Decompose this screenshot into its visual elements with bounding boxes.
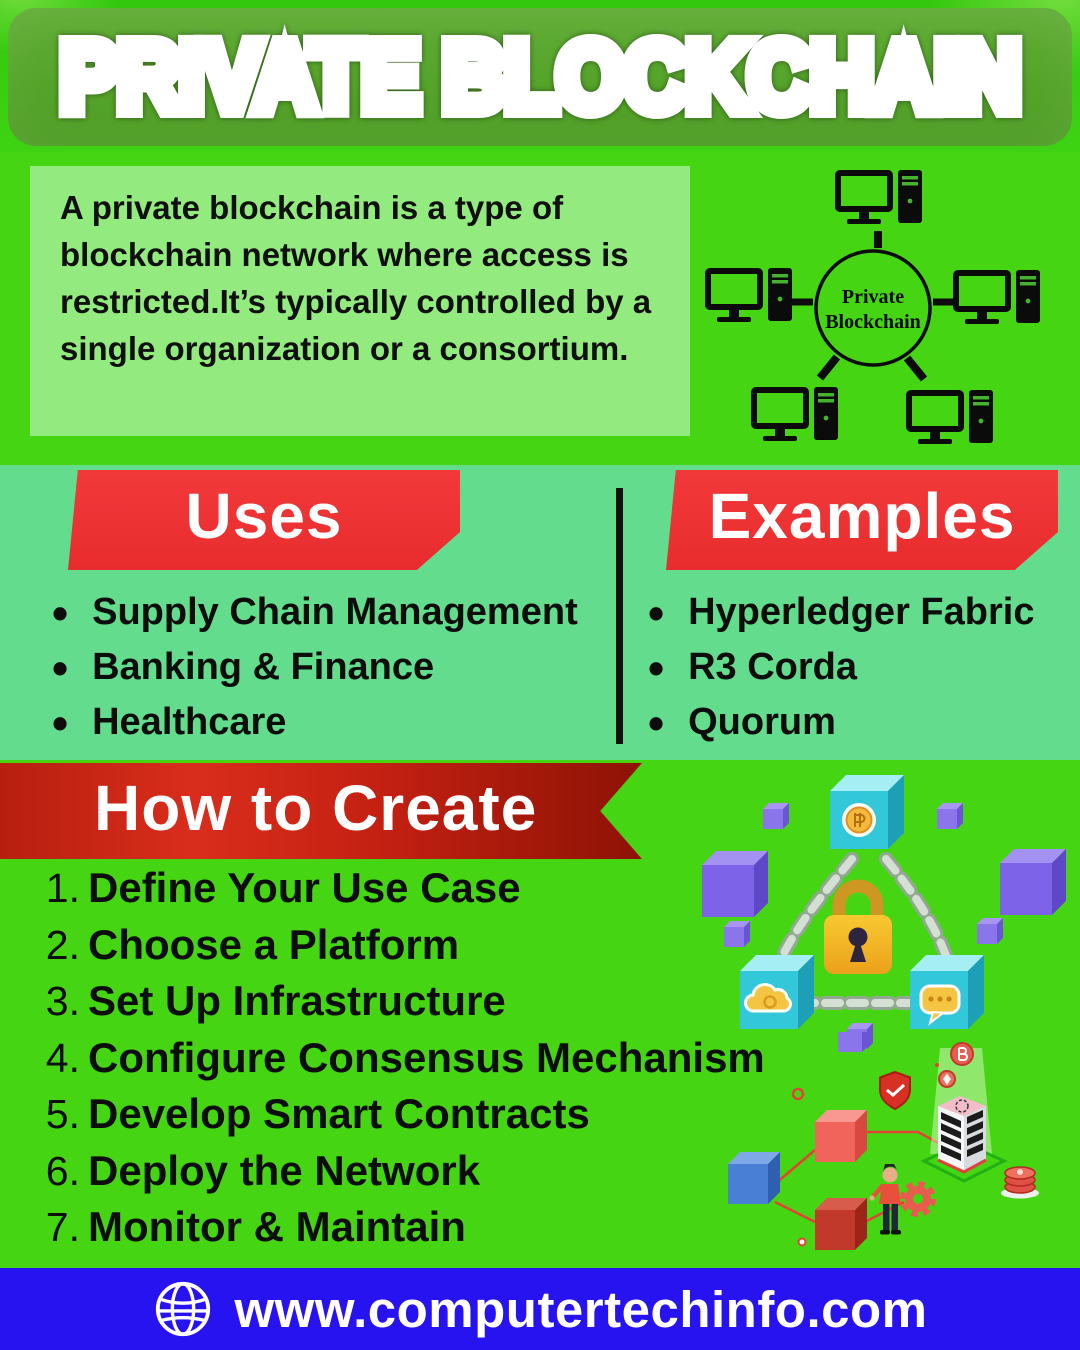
list-item: Hyperledger Fabric — [648, 585, 1034, 640]
examples-heading: Examples — [708, 480, 1016, 552]
gear-icon — [900, 1181, 936, 1217]
dot-decor — [935, 1063, 939, 1067]
step-row: 3.Set Up Infrastructure — [36, 977, 765, 1034]
how-to-create-ribbon: How to Create — [0, 763, 642, 859]
uses-item-3: Healthcare — [92, 701, 287, 743]
page-title: PRIVATE BLOCKCHAIN — [58, 21, 1024, 131]
ethereum-icon — [938, 1070, 956, 1088]
step-label: Set Up Infrastructure — [88, 977, 506, 1024]
step-number: 2. — [45, 921, 80, 968]
footer-bar: www.computertechinfo.com — [0, 1268, 1080, 1350]
blockchain-lock-illustration — [702, 775, 1066, 1049]
list-item: Healthcare — [52, 695, 578, 750]
dot-decor — [791, 1087, 805, 1101]
chat-bubble-icon — [919, 984, 961, 1026]
purple-block-cubes — [702, 803, 1066, 1049]
step-number: 1. — [45, 865, 80, 911]
blue-cube — [728, 1152, 780, 1204]
coin-stack-icon — [1001, 1166, 1039, 1199]
diagram-label-line1: Private — [842, 286, 904, 308]
coin-icon — [842, 803, 876, 837]
examples-item-2: R3 Corda — [688, 646, 858, 688]
server-scene-illustration — [728, 1032, 1039, 1250]
title-wrap: PRIVATE BLOCKCHAIN PRIVATE BLOCKCHAIN — [53, 0, 1029, 152]
list-item: Banking & Finance — [52, 640, 578, 695]
step-number: 7. — [45, 1204, 80, 1250]
uses-banner: Uses — [68, 470, 460, 570]
purple-cube-small — [838, 1032, 870, 1052]
chain-links — [773, 852, 955, 1010]
step-label: Deploy the Network — [88, 1146, 481, 1194]
uses-item-1: Supply Chain Management — [92, 591, 578, 633]
uses-list: Supply Chain Management Banking & Financ… — [52, 585, 578, 750]
step-label: Develop Smart Contracts — [88, 1090, 590, 1137]
step-number: 3. — [45, 978, 80, 1024]
definition-panel: A private blockchain is a type of blockc… — [30, 166, 690, 436]
dark-red-cube — [815, 1198, 867, 1250]
step-row: 4.Configure Consensus Mechanism — [36, 1034, 765, 1091]
how-to-create-section: How to Create 1.Define Your Use Case 2.C… — [0, 760, 1080, 1268]
website-url: www.computertechinfo.com — [234, 1280, 928, 1338]
examples-banner: Examples — [666, 470, 1058, 570]
page-title-outline: PRIVATE BLOCKCHAIN — [53, 20, 1029, 133]
globe-icon — [156, 1281, 211, 1337]
step-label: Define Your Use Case — [88, 864, 521, 911]
network-diagram: Private Blockchain — [695, 160, 1075, 460]
step-row: 1.Define Your Use Case — [36, 864, 765, 921]
diagram-label-line2: Blockchain — [825, 311, 921, 333]
uses-item-2: Banking & Finance — [92, 646, 435, 688]
step-row: 2.Choose a Platform — [36, 921, 765, 978]
computer-node-left — [708, 268, 792, 322]
step-label: Configure Consensus Mechanism — [88, 1033, 765, 1081]
diagram-link — [816, 354, 841, 381]
diagram-link — [903, 355, 928, 382]
definition-text: A private blockchain is a type of blockc… — [60, 189, 652, 367]
person-figure — [869, 1164, 901, 1235]
server-tower — [920, 1048, 1008, 1183]
title-banner — [8, 8, 1072, 146]
padlock-icon — [824, 879, 892, 974]
uses-heading: Uses — [185, 480, 343, 552]
cloud-icon — [744, 983, 792, 1013]
step-row: 5.Develop Smart Contracts — [36, 1090, 765, 1147]
step-row: 7.Monitor & Maintain — [36, 1203, 765, 1260]
diagram-circle — [814, 249, 932, 367]
list-item: Supply Chain Management — [52, 585, 578, 640]
step-number: 4. — [45, 1034, 80, 1081]
step-number: 5. — [45, 1091, 80, 1137]
examples-item-1: Hyperledger Fabric — [688, 591, 1035, 633]
list-item: R3 Corda — [648, 640, 1034, 695]
salmon-cube — [815, 1110, 867, 1162]
how-to-create-heading: How to Create — [94, 772, 538, 844]
computer-node-top — [838, 170, 922, 224]
intro-section: A private blockchain is a type of blockc… — [0, 152, 1080, 465]
steps-list: 1.Define Your Use Case 2.Choose a Platfo… — [36, 864, 765, 1260]
examples-item-3: Quorum — [688, 701, 836, 743]
uses-examples-section: Uses Examples Supply Chain Management Ba… — [0, 465, 1080, 760]
vertical-divider — [616, 488, 623, 744]
step-number: 6. — [45, 1147, 80, 1194]
computer-node-bottom-right — [909, 390, 993, 444]
step-row: 6.Deploy the Network — [36, 1147, 765, 1204]
list-item: Quorum — [648, 695, 1034, 750]
bitcoin-icon — [950, 1042, 974, 1066]
step-label: Choose a Platform — [88, 920, 460, 968]
header-section: PRIVATE BLOCKCHAIN PRIVATE BLOCKCHAIN — [0, 0, 1080, 152]
computer-node-right — [956, 270, 1040, 324]
examples-list: Hyperledger Fabric R3 Corda Quorum — [648, 585, 1034, 750]
dot-decor — [797, 1237, 807, 1247]
computer-node-bottom-left — [754, 387, 838, 441]
step-label: Monitor & Maintain — [88, 1203, 466, 1250]
shield-icon — [879, 1070, 911, 1111]
